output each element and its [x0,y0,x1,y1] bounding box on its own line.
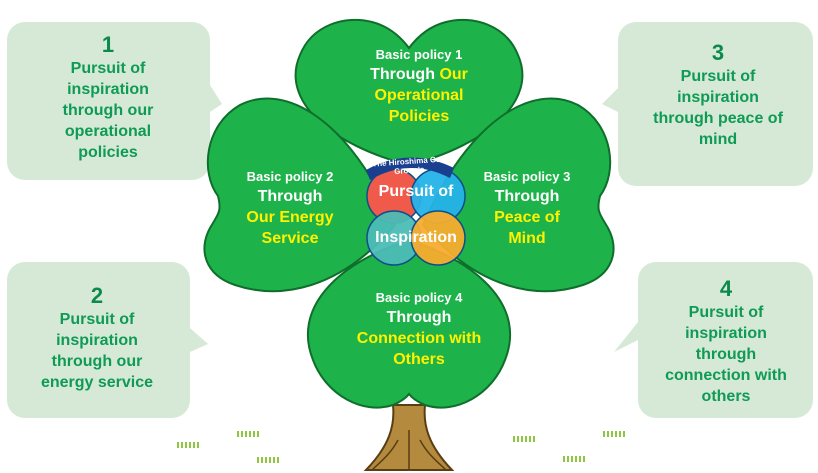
callout-2-number: 2 [90,283,104,308]
leaf-2-highlight: Our Energy Service [246,209,334,247]
callout-2: 2 Pursuit of inspiration through our ene… [14,283,180,393]
leaf-top [294,18,524,167]
leaf-1-highlight: Our Operational Policies [374,66,468,125]
leaf-2-label: Basic policy 2 [246,169,334,184]
callout-1-shape [7,22,222,180]
callout-3-number: 3 [711,40,725,65]
center-circles [366,168,466,266]
callout-4: 4 Pursuit of inspiration through connect… [646,276,806,407]
leaf-3-label: Basic policy 3 [483,169,571,184]
callout-1-number: 1 [101,32,115,57]
leaf-4-text: Basic policy 4 Through Connection with O… [339,289,499,370]
banner-arc [366,157,454,180]
callout-2-text: Pursuit of inspiration through our energ… [40,311,154,391]
center-line-1: Pursuit of [378,183,454,200]
grass-tufts [177,431,625,463]
callout-1-text: Pursuit of inspiration through our opera… [62,60,154,161]
leaf-3-text: Basic policy 3 Through Peace of Mind [472,168,582,249]
leaf-1-text: Basic policy 1 Through Our Operational P… [349,46,489,127]
callout-2-shape [7,262,208,418]
callout-1: 1 Pursuit of inspiration through our ope… [20,32,196,163]
callout-3: 3 Pursuit of inspiration through peace o… [628,40,808,150]
leaf-left [203,97,397,293]
leaf-2-text: Basic policy 2 Through Our Energy Servic… [230,168,350,249]
leaf-3-highlight: Peace of Mind [494,209,560,247]
leaf-bottom [307,238,511,409]
center-line-2: Inspiration [375,229,457,246]
leaf-2-through: Through [257,188,323,205]
callout-4-number: 4 [719,276,733,301]
callout-4-shape [614,262,813,418]
leaf-1-through: Through Our Operational Policies [370,66,468,125]
leaf-1-label: Basic policy 1 [375,47,463,62]
callout-3-shape [602,22,813,186]
leaf-4-highlight: Connection with Others [356,330,482,368]
leaf-4-through: Through [386,309,452,326]
tree-trunk [363,404,455,471]
callout-4-text: Pursuit of inspiration through connectio… [665,304,787,405]
leaf-4-label: Basic policy 4 [375,290,463,305]
leaf-3-through: Through [494,188,560,205]
clover-leaves [203,18,615,409]
callout-3-text: Pursuit of inspiration through peace of … [653,68,783,148]
leaf-right [421,97,615,293]
